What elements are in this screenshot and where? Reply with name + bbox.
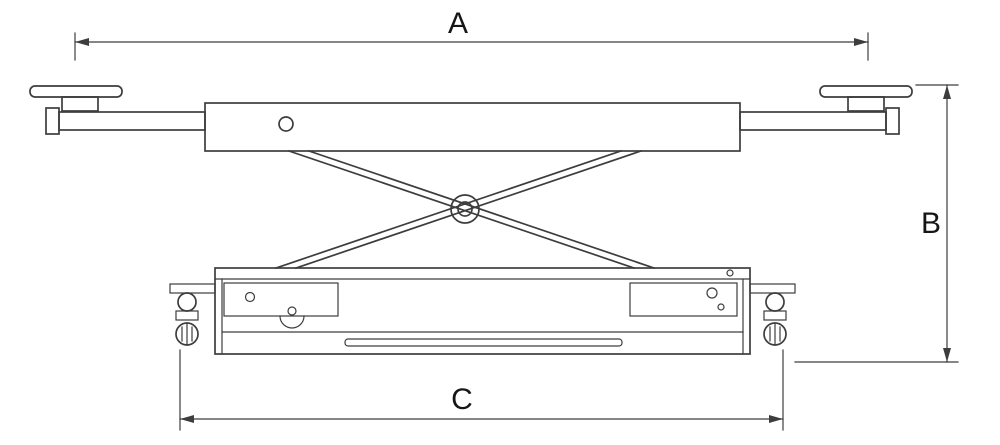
left-roller-bracket — [175, 310, 199, 321]
left-roller-assembly — [169, 283, 216, 346]
top-beam-body — [204, 102, 741, 152]
left-roller-mount — [169, 283, 216, 294]
dim-c-arrow-left — [180, 415, 194, 423]
dimension-a: A — [74, 7, 869, 61]
left-detail-plate — [223, 282, 339, 317]
left-arm — [45, 107, 206, 135]
right-detail-plate — [629, 282, 738, 317]
dim-b-arrow-top — [943, 85, 951, 99]
base-slot — [344, 338, 623, 347]
dimension-label-b: B — [921, 207, 941, 240]
base-right-detail-box — [629, 269, 738, 317]
scissor-mechanism — [274, 149, 656, 270]
base-bolt-hole — [726, 269, 734, 277]
right-pad-plate — [819, 85, 913, 98]
dimension-label-c: C — [451, 383, 473, 416]
left-pad-stem — [61, 96, 99, 112]
base-frame — [214, 267, 751, 355]
right-support-pad — [819, 85, 913, 112]
right-roller-bracket — [763, 310, 787, 321]
right-arm — [739, 107, 900, 135]
base-outer — [214, 267, 751, 355]
top-beam — [204, 102, 741, 152]
right-pad-stem — [847, 96, 885, 112]
right-roller-assembly — [749, 283, 796, 346]
dimension-b: B — [794, 84, 959, 363]
center-pivot-inner — [457, 201, 473, 217]
right-arm-bar — [739, 111, 887, 131]
beam-hole — [278, 116, 294, 132]
dim-a-arrow-right — [854, 38, 868, 46]
left-detail-hole — [244, 291, 256, 303]
right-detail-hole-small — [717, 303, 725, 311]
scissor-arm-2-edge-a — [274, 149, 623, 270]
dimension-c: C — [179, 349, 784, 431]
left-pad-plate — [29, 85, 123, 98]
right-roller-mount — [749, 283, 796, 294]
dim-c-arrow-right — [769, 415, 783, 423]
left-upper-wheel — [177, 292, 197, 312]
right-detail-hole-large — [706, 287, 718, 299]
left-latch-tab — [279, 315, 305, 329]
scissor-arm-2-edge-b — [294, 149, 643, 270]
left-arm-bracket — [45, 107, 60, 135]
left-support-pad — [29, 85, 123, 112]
left-arm-bar — [58, 111, 206, 131]
scissor-arm-1-edge-a — [287, 149, 636, 270]
base-left-detail-box — [223, 282, 339, 329]
center-pivot-outer — [450, 194, 480, 224]
dimension-label-a: A — [448, 7, 468, 40]
scissor-arm-1-edge-b — [307, 149, 656, 270]
right-arm-bracket — [885, 107, 900, 135]
right-upper-wheel — [765, 292, 785, 312]
left-latch-hole — [287, 306, 297, 316]
dim-b-arrow-bottom — [943, 348, 951, 362]
dim-a-arrow-left — [75, 38, 89, 46]
